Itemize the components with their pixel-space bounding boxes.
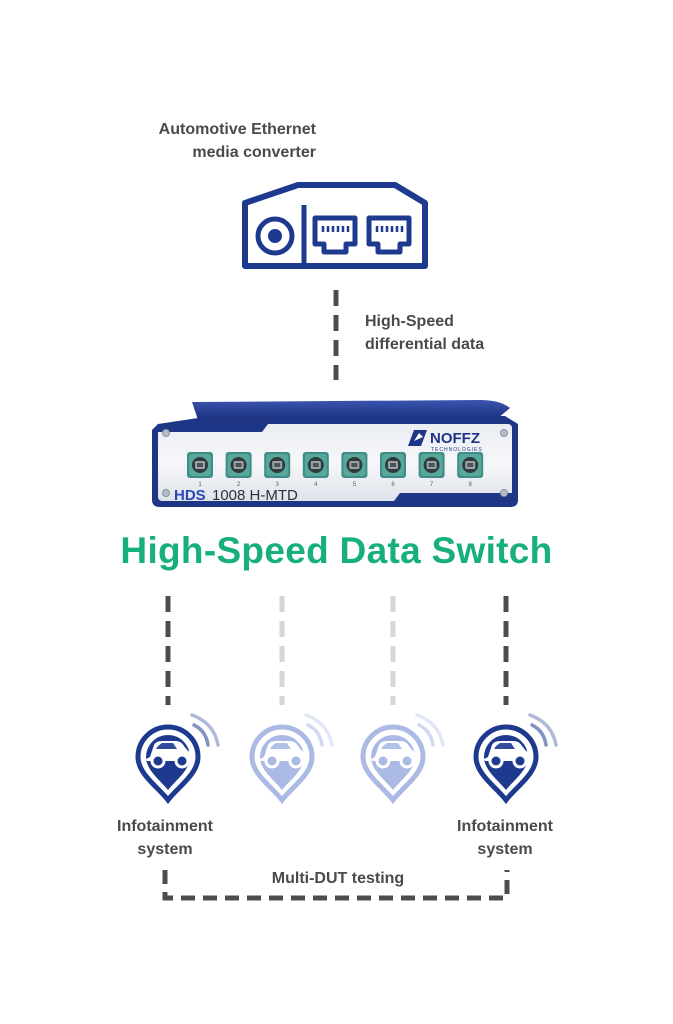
- model-prefix: HDS: [174, 487, 206, 504]
- car-location-pin-icon: [138, 715, 218, 800]
- media-converter-icon: [242, 182, 428, 269]
- port-number: 6: [391, 482, 395, 488]
- hmtd-port-icon: [418, 452, 445, 478]
- port-number: 3: [276, 482, 280, 488]
- port-number: 4: [314, 482, 318, 488]
- hmtd-port-icon: [187, 452, 213, 478]
- svg-text:NOFFZ: NOFFZ: [430, 430, 480, 447]
- dut-label: Infotainment system: [117, 818, 213, 858]
- hmtd-port-icon: [302, 452, 329, 478]
- car-location-pin-icon: [476, 715, 556, 800]
- ethernet-port-icon: [366, 215, 412, 255]
- hmtd-port-icon: [457, 452, 484, 478]
- port-number: 5: [353, 482, 357, 488]
- hmtd-port-icon: [264, 452, 291, 478]
- hmtd-port-icon: [380, 452, 406, 478]
- port-number: 8: [469, 482, 473, 488]
- media-converter-label: Automotive Ethernet media converter: [158, 121, 316, 161]
- page-title: High-Speed Data Switch: [120, 530, 553, 571]
- multi-dut-bracket: [162, 870, 510, 901]
- dut-label: Infotainment system: [457, 818, 553, 858]
- hmtd-port-icon: [341, 452, 368, 478]
- car-location-pin-icon: [252, 715, 332, 800]
- multi-dut-label: Multi-DUT testing: [271, 870, 405, 887]
- port-number: 2: [237, 482, 241, 488]
- port-number: 7: [430, 482, 434, 488]
- hds-device: NOFFZ TECHNOLOGIES 1 2 3 4 5 6 7 8 HDS 1008 H-M…: [152, 400, 518, 507]
- car-location-pin-icon: [363, 715, 443, 800]
- noffz-logo: NOFFZ TECHNOLOGIES: [408, 430, 483, 453]
- ethernet-port-icon: [312, 215, 358, 255]
- link-label: High-Speed differential data: [365, 313, 485, 353]
- port-number: 1: [198, 482, 202, 488]
- svg-text:TECHNOLOGIES: TECHNOLOGIES: [431, 447, 483, 453]
- model-name: 1008 H-MTD: [212, 487, 298, 504]
- hmtd-port-icon: [225, 452, 252, 478]
